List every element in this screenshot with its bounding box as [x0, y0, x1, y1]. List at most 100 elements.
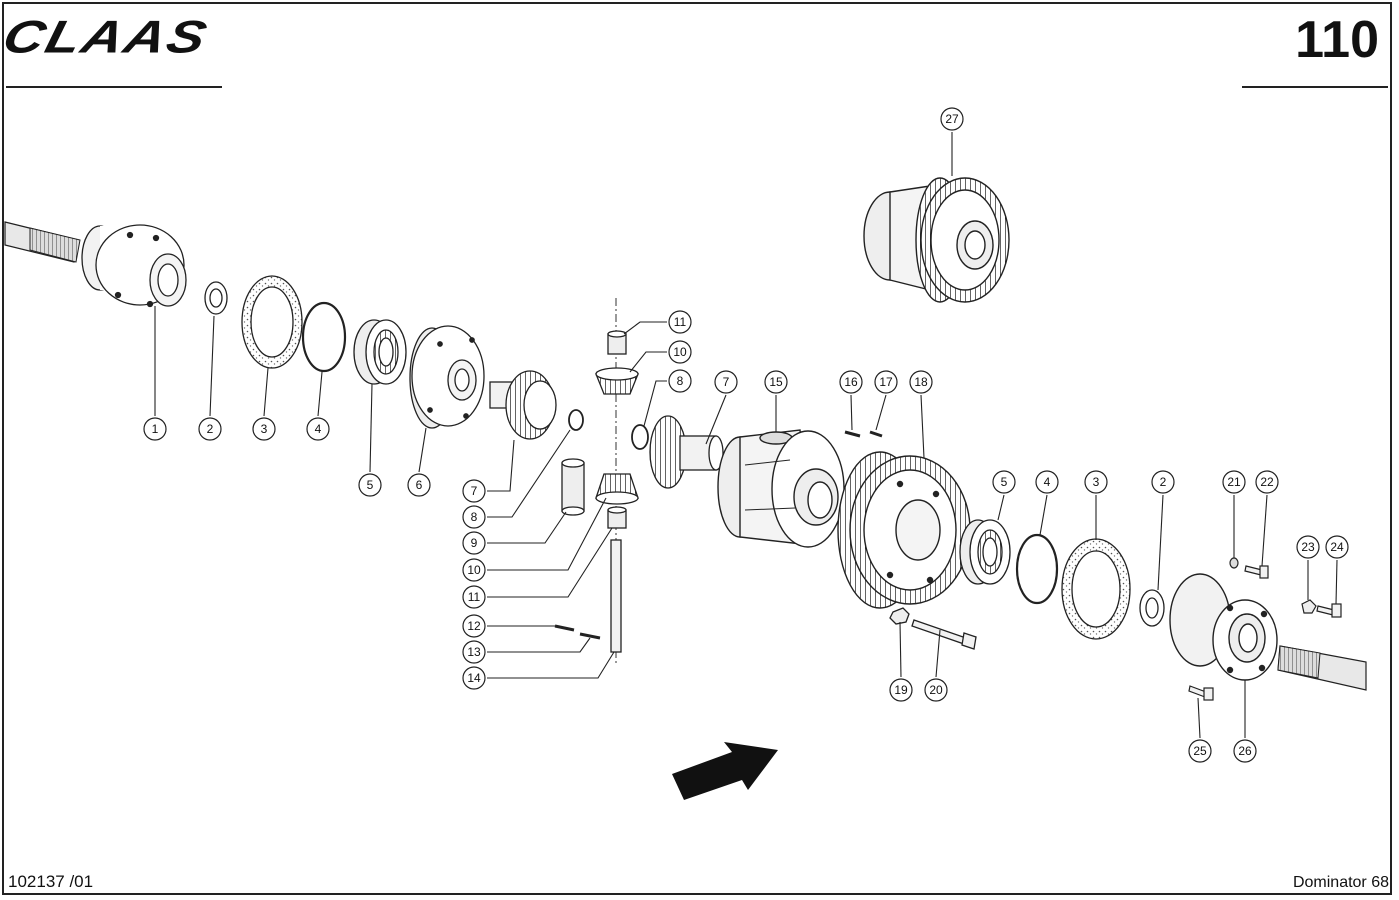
callout-circle [1222, 470, 1246, 494]
callout-circle [462, 558, 486, 582]
callout-c1: 1 [143, 417, 167, 441]
callout-label: 18 [914, 375, 928, 389]
callout-label: 4 [1044, 475, 1051, 489]
gasket-part-3-right [1061, 538, 1131, 640]
callout-c10a: 10 [462, 558, 486, 582]
callout-circle [874, 370, 898, 394]
callout-label: 23 [1301, 540, 1315, 554]
callout-label: 10 [673, 345, 687, 359]
callout-circle [1188, 739, 1212, 763]
callout-circle [462, 531, 486, 555]
callout-circle [358, 473, 382, 497]
callout-label: 21 [1227, 475, 1241, 489]
callout-label: 3 [261, 422, 268, 436]
callout-circle [924, 678, 948, 702]
callout-label: 17 [879, 375, 893, 389]
callout-circle [668, 310, 692, 334]
callout-c18: 18 [909, 370, 933, 394]
o-ring-part-4-right [1015, 533, 1059, 605]
callout-c17: 17 [874, 370, 898, 394]
callout-circle [1035, 470, 1059, 494]
seal-ring-part-2-right [1139, 589, 1165, 627]
callout-label: 5 [367, 478, 374, 492]
callout-c14: 14 [462, 666, 486, 690]
washer-part-21 [1229, 557, 1239, 569]
callout-circle [992, 470, 1016, 494]
callout-circle [462, 640, 486, 664]
callout-label: 1 [152, 422, 159, 436]
callout-label: 26 [1238, 744, 1252, 758]
nut-part-19 [889, 607, 910, 625]
callout-c7b: 7 [714, 370, 738, 394]
callout-label: 7 [471, 484, 478, 498]
o-ring-part-4 [301, 301, 347, 373]
callout-circle [909, 370, 933, 394]
leader-lines [154, 132, 1338, 739]
callout-label: 5 [1001, 475, 1008, 489]
callout-c3: 3 [252, 417, 276, 441]
cross-pin-part-14 [610, 539, 622, 653]
callout-c23: 23 [1296, 535, 1320, 559]
differential-case-part-15 [717, 429, 845, 548]
differential-assembly-part-27 [863, 177, 1010, 303]
header-rule-left [6, 86, 222, 88]
callout-label: 20 [929, 683, 943, 697]
callout-circle [1325, 535, 1349, 559]
bush-part-11-upper [607, 330, 627, 355]
callout-label: 15 [769, 375, 783, 389]
callout-c10b: 10 [668, 340, 692, 364]
callout-c2: 2 [198, 417, 222, 441]
ring-part-8-right [631, 424, 649, 450]
callout-c4: 4 [306, 417, 330, 441]
callout-label: 3 [1093, 475, 1100, 489]
callout-circle [764, 370, 788, 394]
seal-ring-part-2 [204, 281, 228, 315]
callout-label: 25 [1193, 744, 1207, 758]
callout-c22: 22 [1255, 470, 1279, 494]
callout-c8a: 8 [462, 505, 486, 529]
bearing-part-5 [353, 319, 407, 385]
pinion-gear-part-10-upper [595, 367, 639, 395]
sleeve-part-9 [561, 458, 585, 516]
bolt-part-20 [911, 619, 977, 650]
callout-circle [462, 479, 486, 503]
callout-c7a: 7 [462, 479, 486, 503]
callout-c11a: 11 [462, 585, 486, 609]
callout-circle [1151, 470, 1175, 494]
flange-hub-part-1 [81, 224, 187, 308]
side-bevel-gear-part-7 [489, 370, 557, 440]
right-axle-shaft [1277, 645, 1367, 691]
callout-c12: 12 [462, 614, 486, 638]
callout-c15: 15 [764, 370, 788, 394]
left-axle-shaft [4, 221, 81, 263]
callout-label: 2 [1160, 475, 1167, 489]
ring-part-8-left [568, 409, 584, 431]
callout-circle [462, 666, 486, 690]
callout-circle [1233, 739, 1257, 763]
callout-label: 27 [945, 112, 959, 126]
callout-label: 19 [894, 683, 908, 697]
callout-circle [1255, 470, 1279, 494]
header-rule-right [1242, 86, 1388, 88]
callout-circle [462, 505, 486, 529]
model-name: Dominator 68 [1292, 874, 1389, 891]
callout-c6: 6 [407, 473, 431, 497]
pin-part-12 [554, 624, 575, 632]
callout-label: 24 [1330, 540, 1344, 554]
callout-circle [1084, 470, 1108, 494]
callout-label: 10 [467, 563, 481, 577]
bolt-part-24 [1316, 603, 1342, 618]
callout-circle [668, 369, 692, 393]
callout-c4b: 4 [1035, 470, 1059, 494]
callout-circle [839, 370, 863, 394]
callout-c5: 5 [358, 473, 382, 497]
key-part-16 [844, 430, 861, 438]
callout-c9: 9 [462, 531, 486, 555]
bolt-part-22 [1244, 565, 1269, 579]
callout-label: 2 [207, 422, 214, 436]
callout-label: 12 [467, 619, 481, 633]
callout-label: 8 [677, 374, 684, 388]
callout-circle [462, 614, 486, 638]
